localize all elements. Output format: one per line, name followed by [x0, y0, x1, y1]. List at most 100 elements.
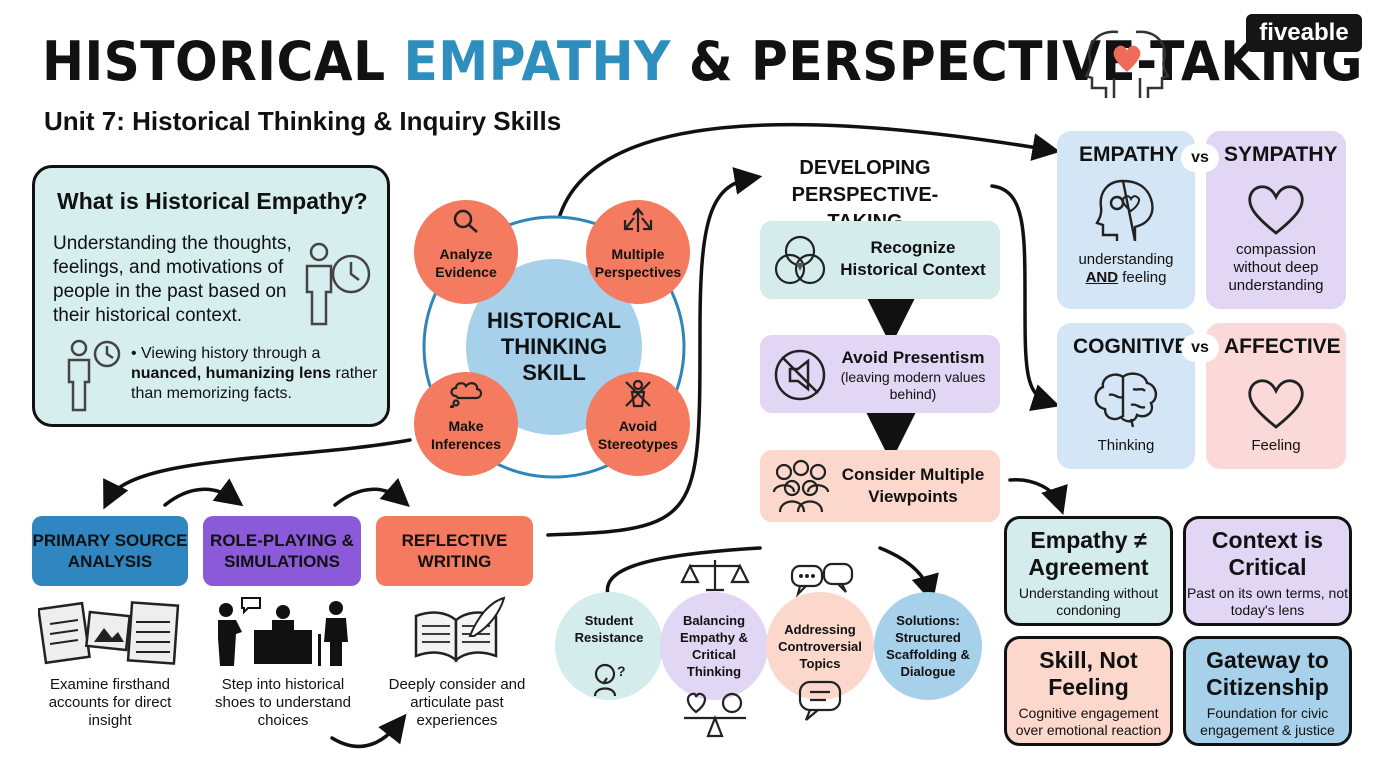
sympathy-text: compassion without deep understanding: [1228, 241, 1324, 294]
hub-line2: THINKING: [500, 334, 608, 359]
sympathy-panel: SYMPATHY compassion without deep underst…: [1206, 131, 1346, 309]
venn-icon: [774, 235, 826, 285]
challenge-label: Addressing Controversial Topics: [778, 621, 862, 671]
takeaway-title: Skill, Not Feeling: [1039, 647, 1138, 700]
arrow-viewpoints-to-takeaways: [1008, 478, 1068, 515]
svg-text:?: ?: [617, 663, 626, 679]
takeaway-gateway-citizenship: Gateway to Citizenship Foundation for ci…: [1183, 636, 1352, 746]
challenge-controversial: Addressing Controversial Topics: [766, 592, 874, 700]
cognitive-text: Thinking: [1097, 437, 1155, 454]
hub-line1: HISTORICAL: [486, 308, 622, 333]
person-clock-small-icon: [67, 339, 121, 412]
affective-panel: AFFECTIVE Feeling: [1206, 323, 1346, 469]
title-accent: EMPATHY: [403, 30, 671, 93]
scales-icon: [680, 560, 750, 592]
skill-avoid-stereotypes: Avoid Stereotypes: [586, 372, 690, 476]
heart-brain-balance-icon: [684, 692, 746, 738]
takeaway-text: Foundation for civic engagement & justic…: [1200, 705, 1335, 738]
bullet-bold: nuanced, humanizing lens: [131, 365, 332, 382]
definition-heading: What is Historical Empathy?: [57, 188, 368, 214]
step-consider-viewpoints: Consider Multiple Viewpoints: [760, 450, 1000, 522]
thought-cloud-icon: [449, 382, 483, 408]
skill-label: Evidence: [435, 264, 497, 280]
empathy-text-pre: understanding: [1078, 251, 1174, 268]
vs-label: vs: [1191, 149, 1209, 166]
definition-bullet: • Viewing history through a nuanced, hum…: [131, 345, 378, 402]
vs-badge: vs: [1181, 144, 1219, 172]
affective-title: AFFECTIVE: [1224, 335, 1341, 358]
skill-label: Analyze: [439, 246, 493, 262]
courtroom-icon: [218, 597, 348, 666]
method-role-playing: ROLE-PLAYING & SIMULATIONS: [203, 516, 361, 586]
vs-badge: vs: [1181, 334, 1219, 362]
head-heart-icon: [1095, 179, 1154, 241]
magnifier-icon: [453, 209, 478, 233]
skill-make-inferences: Make Inferences: [414, 372, 518, 476]
group-icon: [772, 459, 830, 513]
definition-card: What is Historical Empathy? Understandin…: [32, 165, 390, 427]
takeaway-context-critical: Context is Critical Past on its own term…: [1183, 516, 1352, 626]
heart-icon: [1248, 185, 1304, 235]
book-quill-icon: [414, 596, 506, 663]
step-note: (leaving modern values behind): [840, 369, 986, 402]
method-text-role: Step into historical shoes to understand…: [215, 676, 351, 729]
skill-label: Stereotypes: [597, 436, 679, 452]
challenge-balancing: Balancing Empathy & Critical Thinking: [660, 592, 768, 700]
skill-label: Perspectives: [594, 264, 682, 280]
takeaway-text: Past on its own terms, not today's lens: [1186, 585, 1349, 618]
method-reflective-writing: REFLECTIVE WRITING: [376, 516, 533, 586]
arrow-viewpoints-to-solutions: [878, 546, 939, 604]
no-megaphone-icon: [774, 349, 826, 401]
definition-body: Understanding the thoughts, feelings, an…: [53, 233, 292, 326]
takeaway-empathy-agreement: Empathy ≠ Agreement Understanding withou…: [1004, 516, 1173, 626]
takeaway-text: Cognitive engagement over emotional reac…: [1015, 705, 1162, 738]
affective-text: Feeling: [1251, 437, 1301, 454]
two-heads-heart-icon: [1084, 30, 1170, 98]
step-line2: Historical Context: [840, 260, 986, 279]
method-label: REFLECTIVE WRITING: [401, 531, 508, 571]
crossed-figure-icon: [625, 379, 651, 408]
arrow-inferences-to-methods: [103, 438, 412, 510]
arrow-method2-to-method3: [333, 477, 410, 507]
bullet-post: rather than memorizing facts.: [131, 365, 378, 402]
cognitive-panel: COGNITIVE Thinking: [1057, 323, 1195, 469]
sympathy-title: SYMPATHY: [1224, 143, 1338, 166]
person-clock-icon: [305, 242, 371, 326]
hub-line3: SKILL: [522, 360, 586, 385]
method-primary-source: PRIMARY SOURCE ANALYSIS: [32, 516, 188, 586]
arrow-bottom-loop: [330, 713, 407, 749]
skill-label: Multiple: [611, 246, 665, 262]
step-line1: Avoid Presentism: [841, 348, 985, 367]
skill-wheel-ring: [422, 215, 686, 479]
takeaway-skill-not-feeling: Skill, Not Feeling Cognitive engagement …: [1004, 636, 1173, 746]
empathy-text-post: feeling: [1122, 269, 1167, 286]
step-line1: Consider Multiple: [841, 465, 985, 484]
empathy-title: EMPATHY: [1079, 143, 1179, 166]
step-recognize-context: Recognize Historical Context: [760, 221, 1000, 299]
challenge-solutions: Solutions: Structured Scaffolding & Dial…: [874, 592, 982, 700]
speech-bubbles-icon: [790, 562, 854, 598]
documents-icon: [38, 601, 180, 665]
method-label: ROLE-PLAYING & SIMULATIONS: [210, 531, 354, 571]
skill-label: Avoid: [618, 418, 658, 434]
arrows-icon: [623, 207, 653, 232]
takeaway-title: Empathy ≠ Agreement: [1028, 527, 1149, 580]
challenge-label: Student Resistance: [574, 613, 644, 645]
skill-analyze-evidence: Analyze Evidence: [414, 200, 518, 304]
method-label: PRIMARY SOURCE ANALYSIS: [32, 531, 188, 571]
heart-icon: [1248, 379, 1304, 429]
cognitive-title: COGNITIVE: [1073, 335, 1189, 358]
brand-logo: fiveable: [1246, 14, 1362, 52]
bullet-pre: Viewing history through a: [141, 345, 321, 362]
challenge-label: Solutions: Structured Scaffolding & Dial…: [886, 613, 970, 679]
empathy-text-bold: AND: [1085, 269, 1119, 286]
takeaway-title: Context is Critical: [1211, 527, 1324, 580]
takeaway-text: Understanding without condoning: [1018, 585, 1159, 618]
arrow-wheel-to-empathy: [558, 122, 1061, 217]
arrow-reflective-to-developing: [546, 167, 763, 537]
skill-multiple-perspectives: Multiple Perspectives: [586, 200, 690, 304]
vs-label: vs: [1191, 339, 1209, 356]
